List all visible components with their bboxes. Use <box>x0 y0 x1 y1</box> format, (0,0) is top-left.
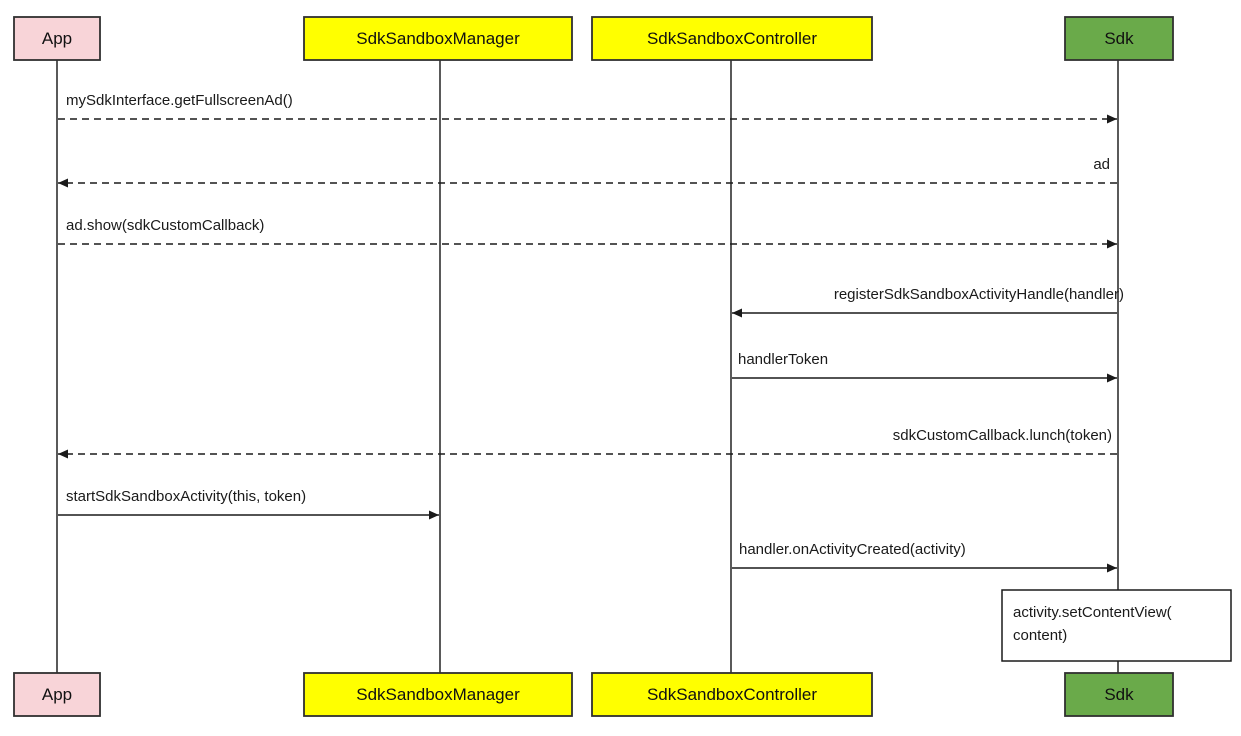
message-label: registerSdkSandboxActivityHandle(handler… <box>834 286 1124 303</box>
participant-sandbox-controller-bottom[interactable]: SdkSandboxController <box>591 672 873 717</box>
participants-layer: AppAppSdkSandboxManagerSdkSandboxManager… <box>13 16 1174 717</box>
participant-label: Sdk <box>1104 29 1134 48</box>
participant-label: App <box>42 29 72 48</box>
participant-sandbox-manager-bottom[interactable]: SdkSandboxManager <box>303 672 573 717</box>
participant-app-bottom[interactable]: App <box>13 672 101 717</box>
message-label: handlerToken <box>738 351 828 368</box>
participant-sdk-bottom[interactable]: Sdk <box>1064 672 1174 717</box>
participant-label: SdkSandboxController <box>647 29 817 48</box>
message-m6[interactable]: sdkCustomCallback.lunch(token) <box>58 427 1117 459</box>
notes-layer: activity.setContentView( content) <box>1001 589 1232 662</box>
participant-sdk-top[interactable]: Sdk <box>1064 16 1174 61</box>
message-m2[interactable]: ad <box>58 156 1117 188</box>
participant-box <box>13 16 101 61</box>
message-label: handler.onActivityCreated(activity) <box>739 541 966 558</box>
message-m3[interactable]: ad.show(sdkCustomCallback) <box>58 217 1117 249</box>
participant-box <box>591 672 873 717</box>
participant-label: SdkSandboxManager <box>356 685 520 704</box>
participant-sandbox-manager-top[interactable]: SdkSandboxManager <box>303 16 573 61</box>
participant-box <box>1064 16 1174 61</box>
message-m7[interactable]: startSdkSandboxActivity(this, token) <box>58 488 439 520</box>
message-label: mySdkInterface.getFullscreenAd() <box>66 92 293 109</box>
participant-label: App <box>42 685 72 704</box>
message-label: ad.show(sdkCustomCallback) <box>66 217 264 234</box>
participant-box <box>13 672 101 717</box>
message-label: startSdkSandboxActivity(this, token) <box>66 488 306 505</box>
messages-layer: mySdkInterface.getFullscreenAd() ad ad.sho… <box>58 92 1124 573</box>
participant-box <box>303 672 573 717</box>
participant-label: Sdk <box>1104 685 1134 704</box>
note-box <box>1001 589 1232 662</box>
message-m1[interactable]: mySdkInterface.getFullscreenAd() <box>58 92 1117 124</box>
note-n1[interactable]: activity.setContentView( content) <box>1001 589 1232 662</box>
note-line: content) <box>1013 627 1067 644</box>
participant-box <box>1064 672 1174 717</box>
message-m5[interactable]: handlerToken <box>732 351 1117 383</box>
participant-label: SdkSandboxManager <box>356 29 520 48</box>
participant-sandbox-controller-top[interactable]: SdkSandboxController <box>591 16 873 61</box>
participant-label: SdkSandboxController <box>647 685 817 704</box>
participant-box <box>591 16 873 61</box>
lifelines-layer <box>56 60 1119 673</box>
note-line: activity.setContentView( <box>1013 604 1172 621</box>
message-label: sdkCustomCallback.lunch(token) <box>893 427 1112 444</box>
message-label: ad <box>1093 156 1110 173</box>
participant-app-top[interactable]: App <box>13 16 101 61</box>
message-m8[interactable]: handler.onActivityCreated(activity) <box>732 541 1117 573</box>
participant-box <box>303 16 573 61</box>
message-m4[interactable]: registerSdkSandboxActivityHandle(handler… <box>732 286 1124 318</box>
